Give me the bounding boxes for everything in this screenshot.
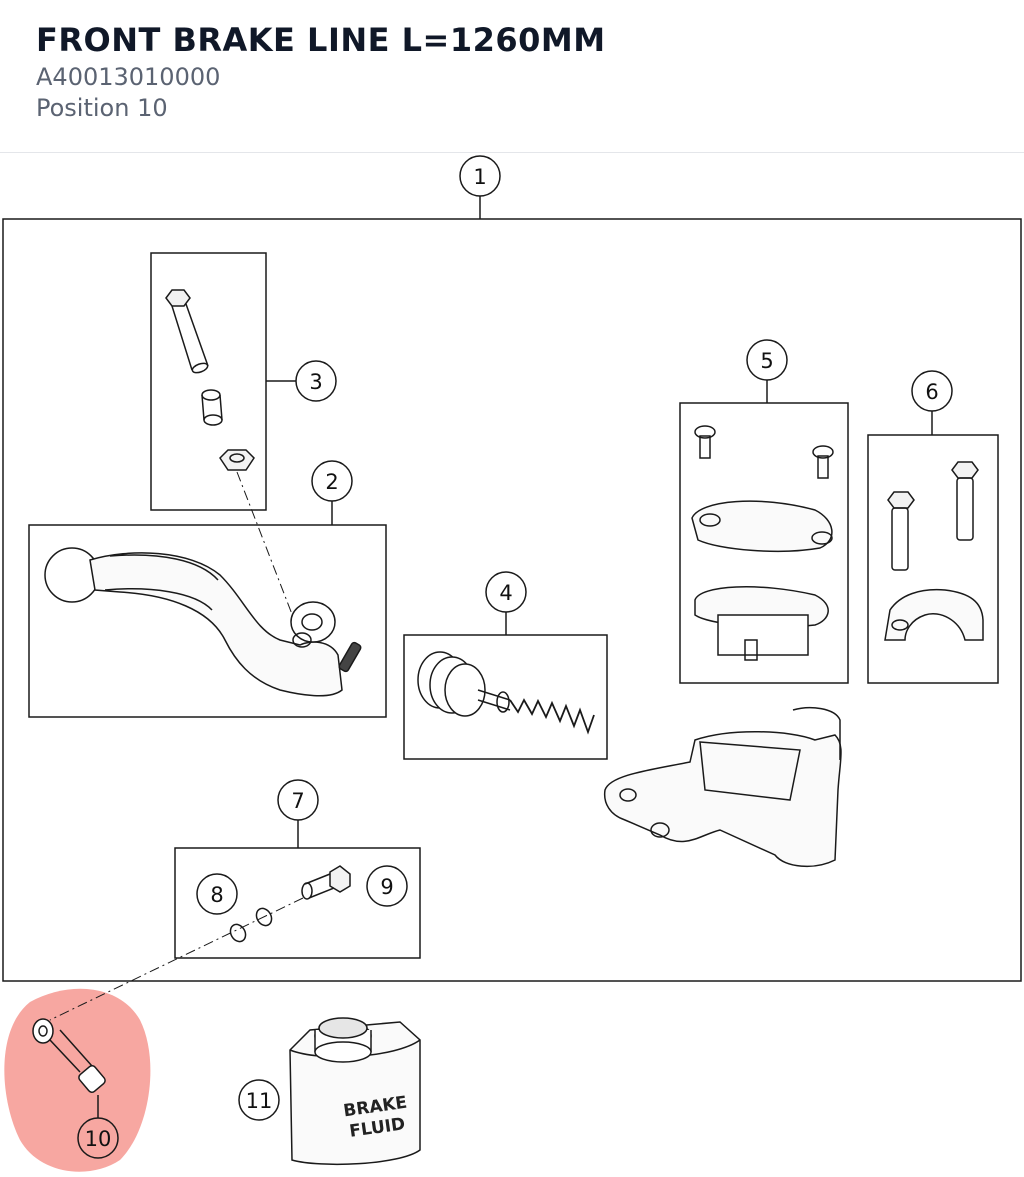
brake-fluid-can[interactable] — [289, 1017, 421, 1166]
lever-sleeve[interactable] — [201, 389, 223, 426]
callout-4-label: 4 — [499, 581, 512, 605]
page-title: FRONT BRAKE LINE L=1260MM — [36, 21, 606, 59]
callout-11[interactable] — [238, 1079, 280, 1121]
cover-screw-right[interactable] — [812, 445, 834, 479]
brake-lever[interactable] — [44, 547, 343, 697]
callout-6[interactable] — [911, 370, 953, 412]
box-6 — [867, 434, 999, 684]
brake-line[interactable] — [32, 1018, 107, 1094]
callout-3-label: 3 — [309, 370, 322, 394]
callout-8[interactable] — [196, 873, 238, 915]
sealing-washer-lower[interactable] — [227, 922, 248, 945]
callout-1[interactable] — [459, 155, 501, 197]
callout-6-label: 6 — [925, 380, 938, 404]
callout-9-label: 9 — [380, 875, 393, 899]
box-5 — [679, 402, 849, 684]
handlebar-clamp[interactable] — [884, 588, 984, 641]
assembly-frame — [2, 218, 1022, 982]
callout-4[interactable] — [485, 571, 527, 613]
box-2 — [28, 524, 387, 718]
callout-7-label: 7 — [291, 789, 304, 813]
banjo-bolt[interactable] — [301, 865, 351, 900]
reservoir-cover[interactable] — [691, 500, 833, 553]
callout-9[interactable] — [366, 865, 408, 907]
box-3 — [150, 252, 267, 511]
sealing-washer-upper[interactable] — [253, 906, 274, 929]
highlight-area — [4, 988, 151, 1172]
master-cylinder-body[interactable] — [603, 707, 842, 868]
clamp-bolt-left[interactable] — [887, 491, 915, 571]
callout-5[interactable] — [746, 339, 788, 381]
callout-7[interactable] — [277, 779, 319, 821]
callout-2-label: 2 — [325, 470, 338, 494]
lever-nut[interactable] — [219, 449, 255, 471]
reservoir-diaphragm[interactable] — [694, 586, 829, 661]
callout-11-label: 11 — [246, 1089, 273, 1113]
lever-spring-pin[interactable] — [338, 641, 362, 673]
clamp-bolt-right[interactable] — [951, 461, 979, 541]
callout-10[interactable] — [77, 1117, 119, 1159]
cover-screw-left[interactable] — [694, 425, 716, 459]
position-label: Position 10 — [36, 94, 168, 122]
part-number: A40013010000 — [36, 63, 221, 91]
header: FRONT BRAKE LINE L=1260MM A40013010000 P… — [36, 18, 996, 124]
callout-8-label: 8 — [210, 883, 223, 907]
callout-1-label: 1 — [473, 165, 486, 189]
lever-pin[interactable] — [165, 289, 209, 374]
callout-2[interactable] — [311, 460, 353, 502]
header-divider — [0, 152, 1024, 153]
callout-5-label: 5 — [760, 349, 773, 373]
callout-3[interactable] — [295, 360, 337, 402]
callout-10-label: 10 — [85, 1127, 112, 1151]
piston-kit[interactable] — [417, 651, 595, 735]
